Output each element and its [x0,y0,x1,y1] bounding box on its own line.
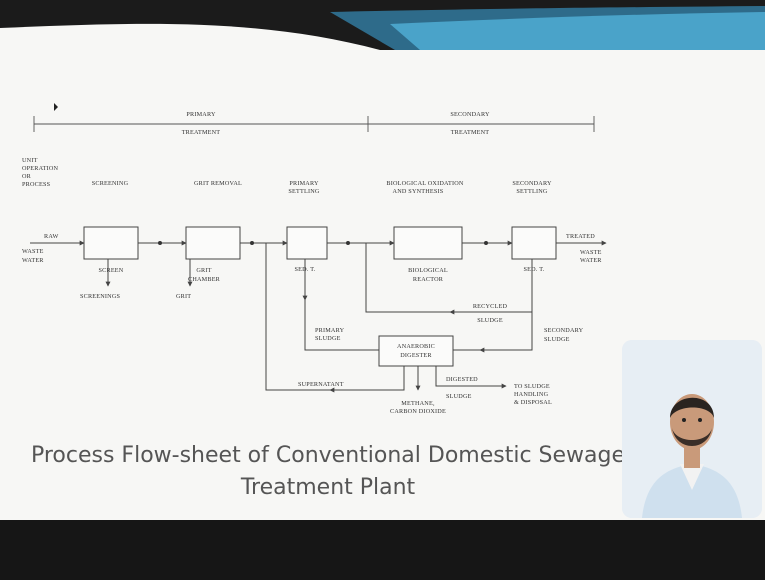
flow-secondary-sludge [453,312,533,351]
phase-secondary-label-2: TREATMENT [451,129,490,136]
bio-reactor-label-1: BIOLOGICAL [408,267,448,274]
gas-label-1: METHANE, [401,400,435,407]
phase-ruler [33,116,595,132]
stage-header-screening: SCREENING [92,180,129,187]
digested-sludge-label-2: SLUDGE [446,393,472,400]
primary-sludge-label-1: PRIMARY [315,327,345,334]
phase-primary-label-1: PRIMARY [186,111,216,118]
outflow-label-3: WATER [580,257,602,264]
slide-title: Process Flow-sheet of Conventional Domes… [30,443,626,500]
row-header-line-3: OR [22,173,32,180]
stage-header-secondary-settling-1: SECONDARY [512,180,552,187]
digester-label-1: ANAEROBIC [397,343,435,350]
recycled-sludge-label-2: SLUDGE [477,317,503,324]
presenter-video [622,340,762,518]
bio-reactor-box [393,226,463,260]
secondary-sludge-label-1: SECONDARY [544,327,584,334]
bottom-decor-band [0,520,765,580]
screen-label: SCREEN [99,267,124,274]
stage-header-grit-removal: GRIT REMOVAL [194,180,242,187]
flow-supernatant [265,243,405,391]
inflow-label-3: WATER [22,257,44,264]
grit-label: GRIT [176,293,191,300]
primary-sludge-label-2: SLUDGE [315,335,341,342]
inflow-label-2: WASTE [22,248,44,255]
outflow-label-2: WASTE [580,249,602,256]
flow-recycled-sludge [365,243,533,313]
stage-header-primary-settling-1: PRIMARY [289,180,319,187]
disposal-label-1: TO SLUDGE [514,383,550,390]
bio-reactor-label-2: REACTOR [413,276,444,283]
stage-header-primary-settling-2: SETTLING [288,188,319,195]
gas-label-2: CARBON DIOXIDE [390,408,446,415]
cursor-icon [54,103,58,111]
grit-chamber-label-1: GRIT [196,267,211,274]
presenter-video-icon [622,340,762,518]
disposal-label-3: & DISPOSAL [514,399,552,406]
row-header-line-1: UNIT [22,157,38,164]
top-decor-band [0,0,765,50]
phase-primary-label-2: TREATMENT [182,129,221,136]
stage-header-bio-oxidation-2: AND SYNTHESIS [393,188,444,195]
recycled-sludge-label-1: RECYCLED [473,303,508,310]
screenings-label: SCREENINGS [80,293,121,300]
digester-label-2: DIGESTER [400,352,432,359]
row-header-line-2: OPERATION [22,165,59,172]
stage-header-bio-oxidation-1: BIOLOGICAL OXIDATION [386,180,463,187]
inflow-label-1: RAW [44,233,59,240]
process-flow-diagram: PRIMARY TREATMENT SECONDARY TREATMENT UN… [22,103,607,415]
screen-box [83,226,139,260]
row-header-line-4: PROCESS [22,181,51,188]
sed-tank-1-box [286,226,328,260]
sed-tank-2-label: SED. T. [524,266,545,273]
sed-tank-2-box [511,226,557,260]
sed-tank-1-label: SED. T. [295,266,316,273]
grit-chamber-label-2: CHAMBER [188,276,221,283]
grit-chamber-box [185,226,241,260]
outflow-label-1: TREATED [566,233,595,240]
disposal-label-2: HANDLING [514,391,549,398]
secondary-sludge-label-2: SLUDGE [544,336,570,343]
digested-sludge-label-1: DIGESTED [446,376,478,383]
phase-secondary-label-1: SECONDARY [450,111,490,118]
stage-header-secondary-settling-2: SETTLING [516,188,547,195]
supernatant-label: SUPERNATANT [298,381,344,388]
digester-box [378,335,454,367]
